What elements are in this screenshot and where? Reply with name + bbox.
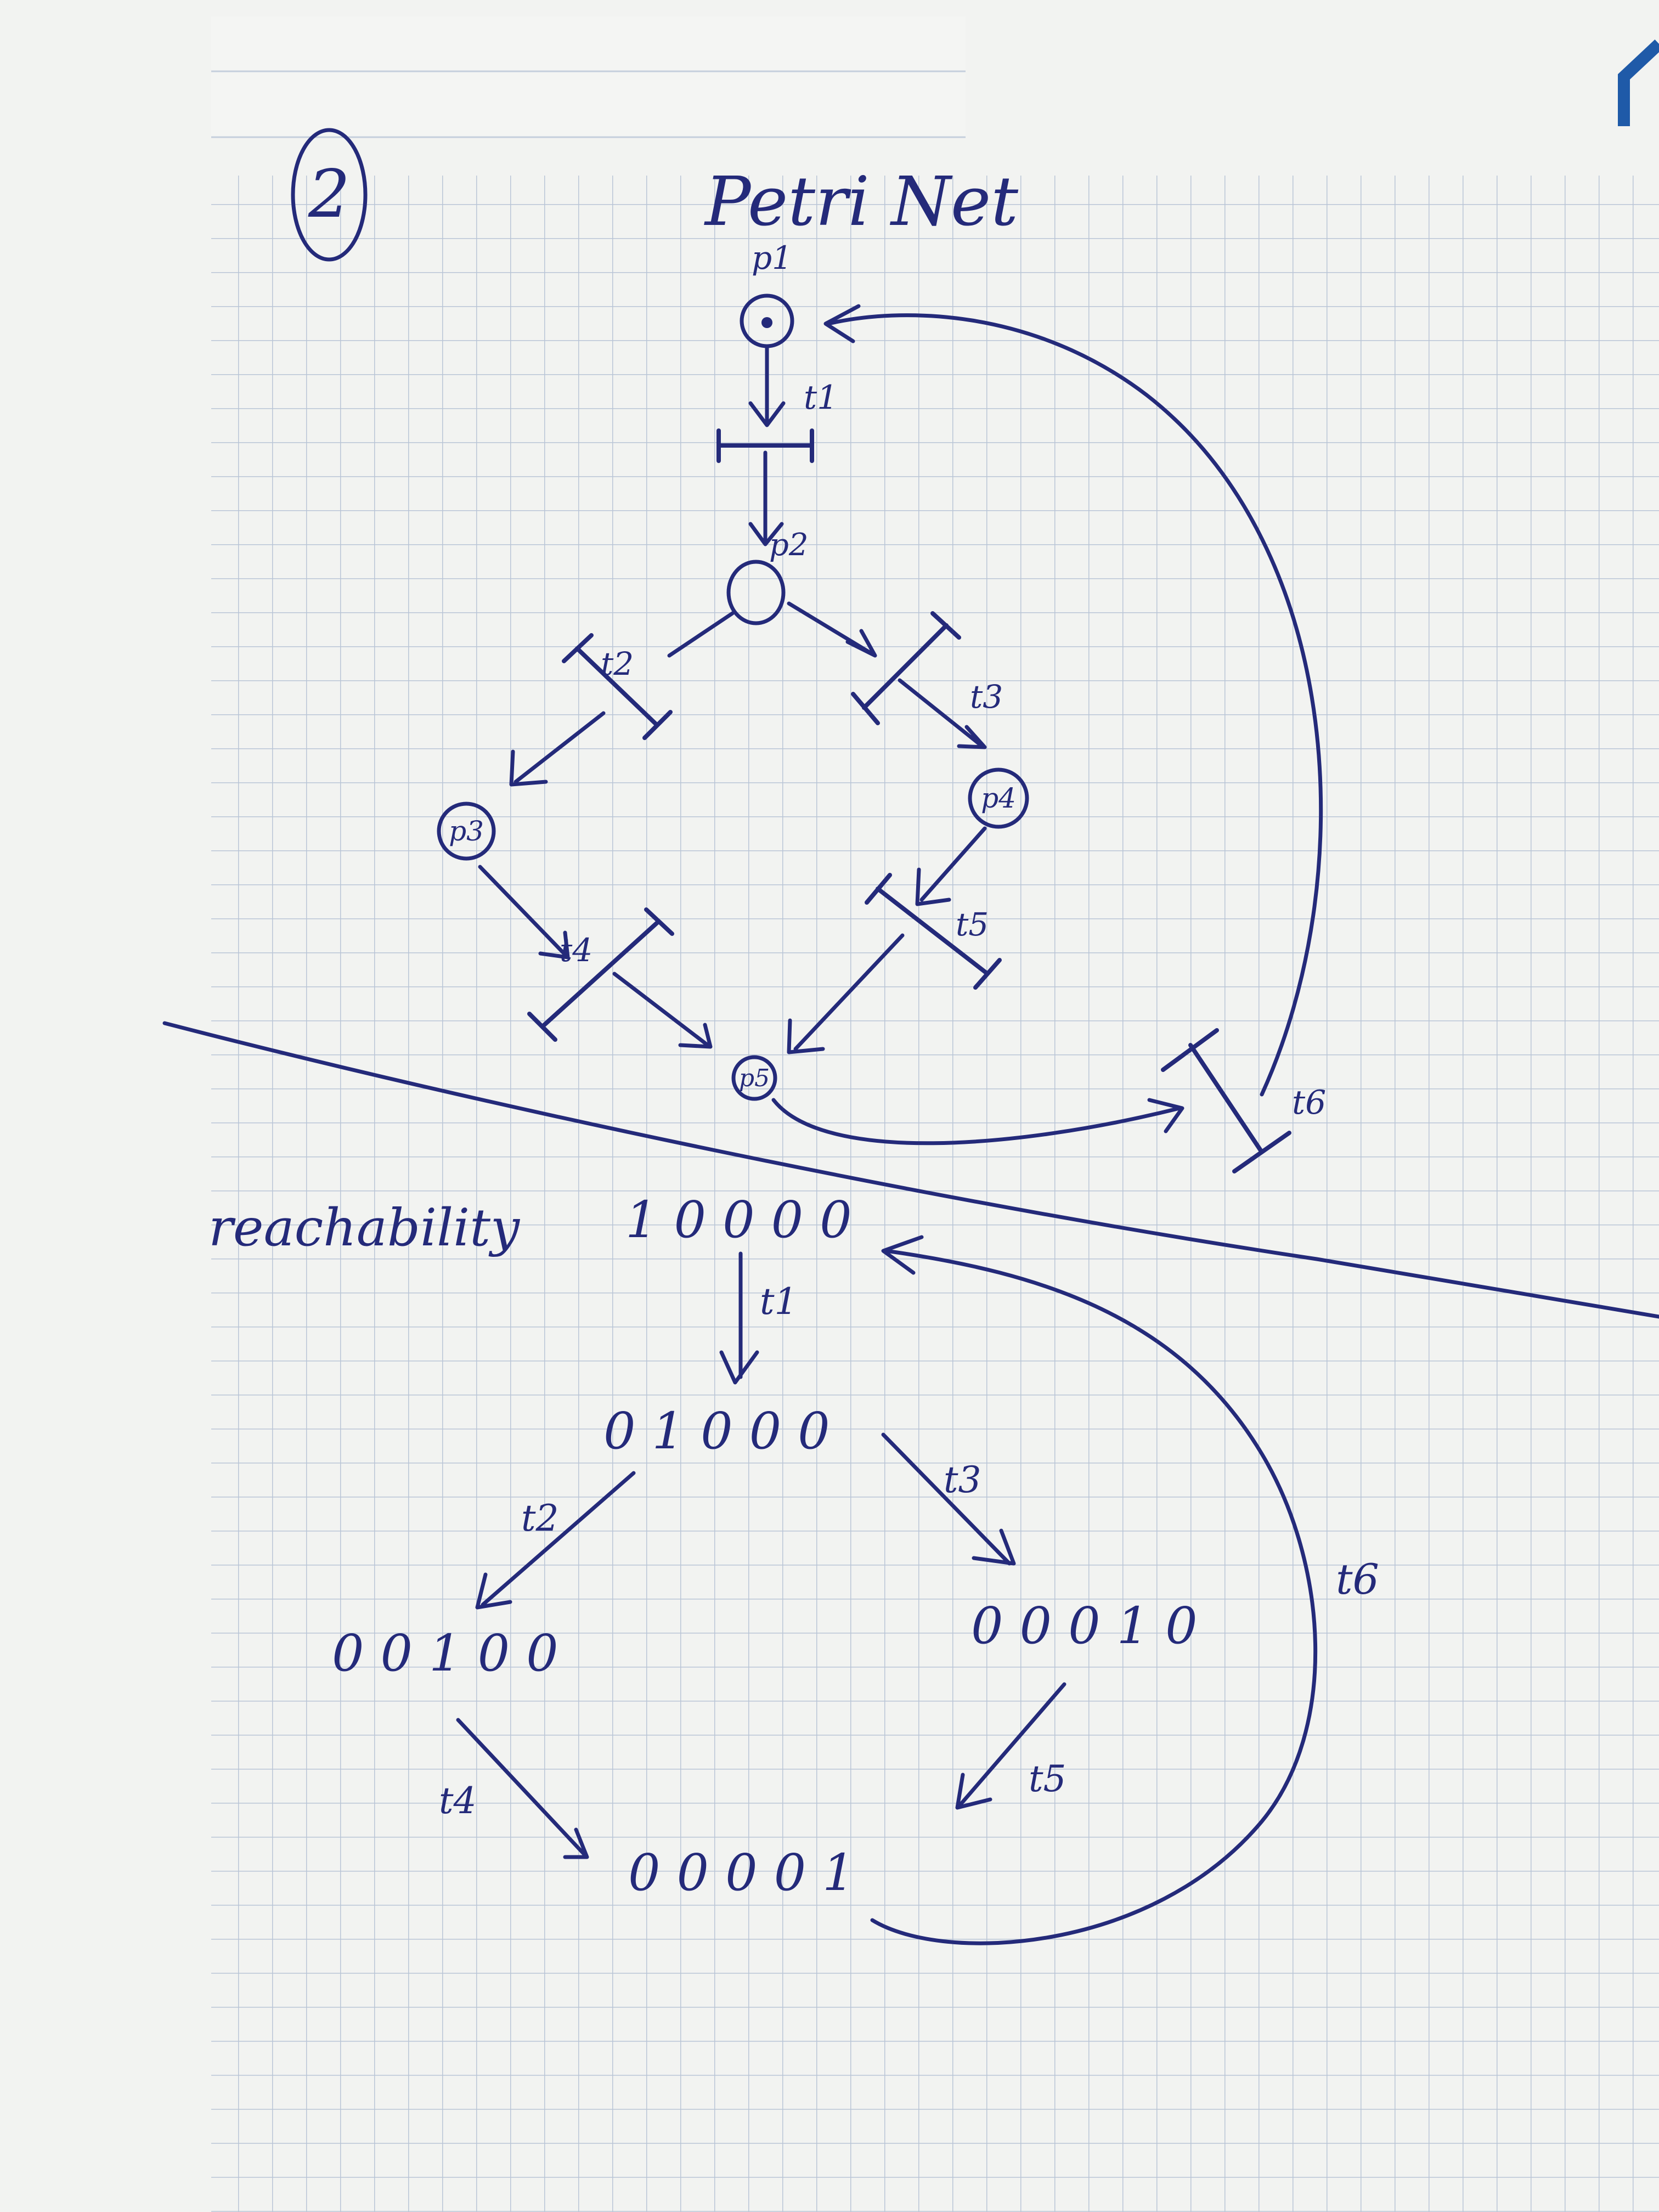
place-label-p4: p4 <box>981 782 1016 814</box>
place-p1: p1 <box>740 239 794 348</box>
transition-label-t6: t6 <box>1292 1084 1326 1122</box>
transition-t4: t4 <box>527 907 674 1042</box>
state-01000: 01000 <box>603 1402 847 1460</box>
edge-label-t6: t6 <box>1336 1555 1379 1604</box>
arc-p3-t4 <box>478 865 570 960</box>
state-00100: 00100 <box>332 1624 575 1683</box>
transition-label-t4: t4 <box>560 932 592 969</box>
arc-p2-t3 <box>787 601 877 658</box>
edge-01000-00010 <box>881 1432 1016 1566</box>
place-p4: p4 <box>968 768 1029 829</box>
arc-t4-p5 <box>612 972 713 1049</box>
state-10000: 10000 <box>625 1190 868 1249</box>
arc-p5-t6 <box>771 1098 1184 1146</box>
petri-net-title: Petri Net <box>704 162 1019 241</box>
petri-net: Petri Net p1 t1 p2 t2 <box>437 162 1326 1173</box>
edge-00001-10000 <box>870 1235 1318 1945</box>
arc-t1-p2 <box>748 450 784 546</box>
header-area <box>211 16 966 137</box>
edge-00010-00001 <box>955 1682 1066 1810</box>
edge-label-t4: t4 <box>439 1780 477 1822</box>
arc-p4-t5 <box>915 826 987 906</box>
transition-t5: t5 <box>865 873 1002 990</box>
arc-t6-p1 <box>823 304 1323 1097</box>
place-label-p5: p5 <box>739 1064 770 1092</box>
edge-01000-00100 <box>475 1471 636 1610</box>
transition-t1: t1 <box>716 379 838 463</box>
logo-mark <box>1618 39 1659 126</box>
place-p3: p3 <box>437 802 496 861</box>
reachability-graph: reachability 10000 t1 01000 t2 t3 00100 … <box>208 1190 1379 1945</box>
reachability-label: reachability <box>208 1198 521 1258</box>
arc-t5-p5 <box>787 933 905 1054</box>
section-divider <box>162 1021 1659 1319</box>
transition-label-t1: t1 <box>804 379 838 417</box>
edge-label-t1: t1 <box>760 1280 798 1323</box>
transition-label-t5: t5 <box>956 906 989 943</box>
transition-label-t3: t3 <box>970 678 1003 715</box>
token <box>761 317 772 328</box>
page-number-text: 2 <box>308 156 350 233</box>
edge-label-t5: t5 <box>1029 1758 1066 1800</box>
page-number: 2 <box>291 128 368 262</box>
state-00001: 00001 <box>628 1843 871 1902</box>
place-p5: p5 <box>731 1055 777 1101</box>
transition-t6: t6 <box>1161 1028 1326 1173</box>
arc-t2-p3 <box>509 711 606 787</box>
edge-10000-01000 <box>719 1251 759 1385</box>
transition-t3: t3 <box>851 611 1003 725</box>
place-label-p2: p2 <box>769 527 808 563</box>
transition-t2: t2 <box>562 633 673 740</box>
edge-00100-00001 <box>456 1718 589 1859</box>
edge-label-t2: t2 <box>521 1497 559 1539</box>
arc-p2-t2 <box>667 611 735 658</box>
arc-p1-t1 <box>748 346 786 427</box>
state-00010: 00010 <box>971 1596 1214 1655</box>
place-label-p1: p1 <box>752 239 792 276</box>
place-label-p3: p3 <box>449 815 484 847</box>
arc-t3-p4 <box>898 678 987 749</box>
edge-label-t3: t3 <box>944 1459 981 1501</box>
transition-label-t2: t2 <box>601 645 634 682</box>
place-p2: p2 <box>726 527 808 625</box>
